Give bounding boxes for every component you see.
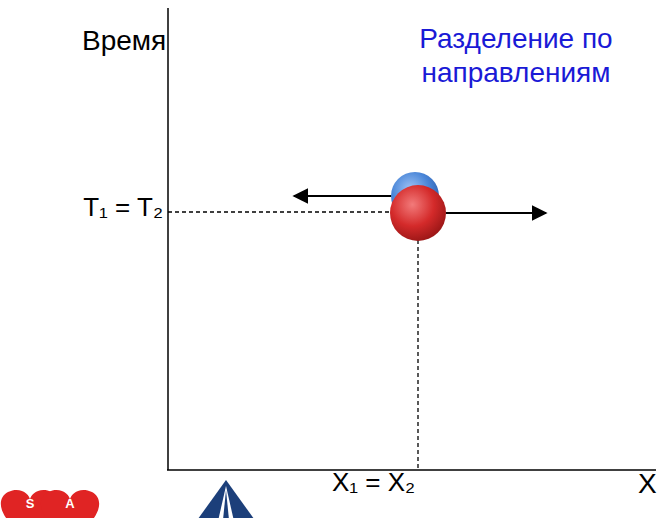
triangle-logo-detail [216,486,236,518]
heart-logo [41,490,99,518]
direction-arrow [446,212,546,214]
axis-label: X [638,468,657,500]
axis-label: Время [82,25,166,57]
time-axis [167,8,169,470]
logo-letter: S [26,497,35,512]
axis-value: T₁ = T₂ [83,193,163,223]
triangle-logo [190,480,262,518]
diagram-title: Разделение по направлениям [385,22,647,89]
guide-line [168,211,392,212]
guide-line [417,240,418,468]
logo-letter: A [65,497,74,512]
red-particle [390,185,446,241]
direction-arrow [294,195,392,197]
triangle-logo-detail [222,490,230,518]
axis-value: X₁ = X₂ [332,468,415,498]
